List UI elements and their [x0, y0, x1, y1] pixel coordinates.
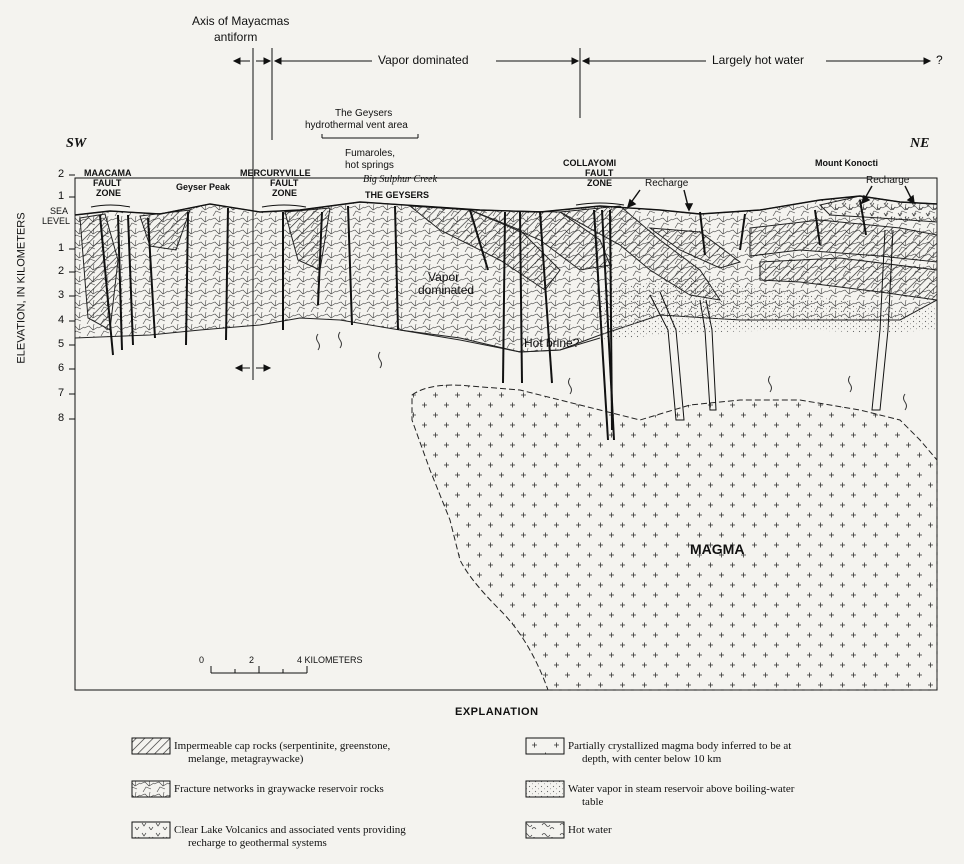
- maacama-line1: MAACAMA: [84, 168, 132, 178]
- mercuryville-line2: FAULT: [270, 178, 299, 188]
- axis-label-line1: Axis of Mayacmas: [192, 14, 290, 28]
- collayomi-line2: FAULT: [585, 168, 614, 178]
- recharge-label-2: Recharge: [866, 175, 910, 186]
- legend-text: depth, with center below 10 km: [582, 753, 722, 765]
- legend-text: table: [582, 796, 604, 808]
- tick-below-7: 7: [58, 387, 65, 399]
- the-geysers-label: THE GEYSERS: [365, 190, 430, 200]
- maacama-line2: FAULT: [93, 178, 122, 188]
- tick-above-1: 1: [58, 190, 65, 202]
- recharge-label-1: Recharge: [645, 178, 689, 189]
- legend-item-cap-rocks: Impermeable cap rocks (serpentinite, gre…: [174, 740, 390, 766]
- tick-below-1: 1: [58, 242, 65, 254]
- vapor-dominated-label: Vapor dominated: [378, 53, 469, 67]
- fumaroles-line2: hot springs: [345, 160, 394, 171]
- legend-text: Clear Lake Volcanics and associated vent…: [174, 824, 406, 836]
- sea-level-line1: SEA: [50, 206, 69, 216]
- geyser-peak-label: Geyser Peak: [176, 182, 231, 192]
- legend-text: Partially crystallized magma body inferr…: [568, 740, 792, 752]
- sea-level-line2: LEVEL: [42, 216, 71, 226]
- legend-text: Water vapor in steam reservoir above boi…: [568, 783, 795, 795]
- collayomi-line3: ZONE: [587, 178, 613, 188]
- legend-item-magma-body: Partially crystallized magma body inferr…: [568, 740, 791, 766]
- axis-label-line2: antiform: [214, 30, 258, 44]
- legend-item-fracture-networks: Fracture networks in graywacke reservoir…: [174, 783, 384, 796]
- mercuryville-line3: ZONE: [272, 188, 298, 198]
- ne-label: NE: [910, 136, 930, 151]
- legend-text: recharge to geothermal systems: [188, 837, 327, 849]
- legend-item-clear-lake-volcanics: Clear Lake Volcanics and associated vent…: [174, 824, 406, 850]
- hot-brine-label: Hot brine?: [524, 336, 580, 350]
- mercuryville-line1: MERCURYVILLE: [240, 168, 311, 178]
- tick-below-6: 6: [58, 362, 65, 374]
- magma-label: MAGMA: [690, 541, 745, 557]
- vent-area-line2: hydrothermal vent area: [305, 120, 408, 131]
- tick-below-5: 5: [58, 338, 65, 350]
- tick-above-2: 2: [58, 168, 65, 180]
- question-mark: ?: [936, 53, 943, 67]
- tick-below-3: 3: [58, 289, 65, 301]
- tick-below-4: 4: [58, 314, 65, 326]
- scale-tick-2: 2: [249, 655, 255, 665]
- legend-item-water-vapor: Water vapor in steam reservoir above boi…: [568, 783, 794, 809]
- scale-tick-0: 0: [199, 655, 205, 665]
- legend-text: Impermeable cap rocks (serpentinite, gre…: [174, 740, 391, 752]
- explanation-title: EXPLANATION: [455, 706, 539, 718]
- legend-text: melange, metagraywacke): [188, 753, 304, 765]
- vent-area-line1: The Geysers: [335, 108, 393, 119]
- y-axis-title: ELEVATION, IN KILOMETERS: [15, 212, 28, 364]
- mount-konocti-label: Mount Konocti: [815, 158, 878, 168]
- largely-hot-water-label: Largely hot water: [712, 53, 805, 67]
- vapor-dominated-zone-line1: Vapor: [428, 270, 460, 284]
- legend-text: Fracture networks in graywacke reservoir…: [174, 783, 384, 795]
- tick-below-8: 8: [58, 412, 65, 424]
- fumaroles-line1: Fumaroles,: [345, 148, 396, 159]
- legend-text: Hot water: [568, 824, 612, 836]
- collayomi-line1: COLLAYOMI: [563, 158, 617, 168]
- legend-item-hot-water: Hot water: [568, 824, 612, 837]
- big-sulphur-creek-label: Big Sulphur Creek: [363, 174, 438, 185]
- sw-label: SW: [66, 136, 87, 151]
- vapor-dominated-zone-line2: dominated: [418, 283, 475, 297]
- maacama-line3: ZONE: [96, 188, 122, 198]
- tick-below-2: 2: [58, 265, 65, 277]
- scale-tick-4-km: 4 KILOMETERS: [297, 655, 363, 665]
